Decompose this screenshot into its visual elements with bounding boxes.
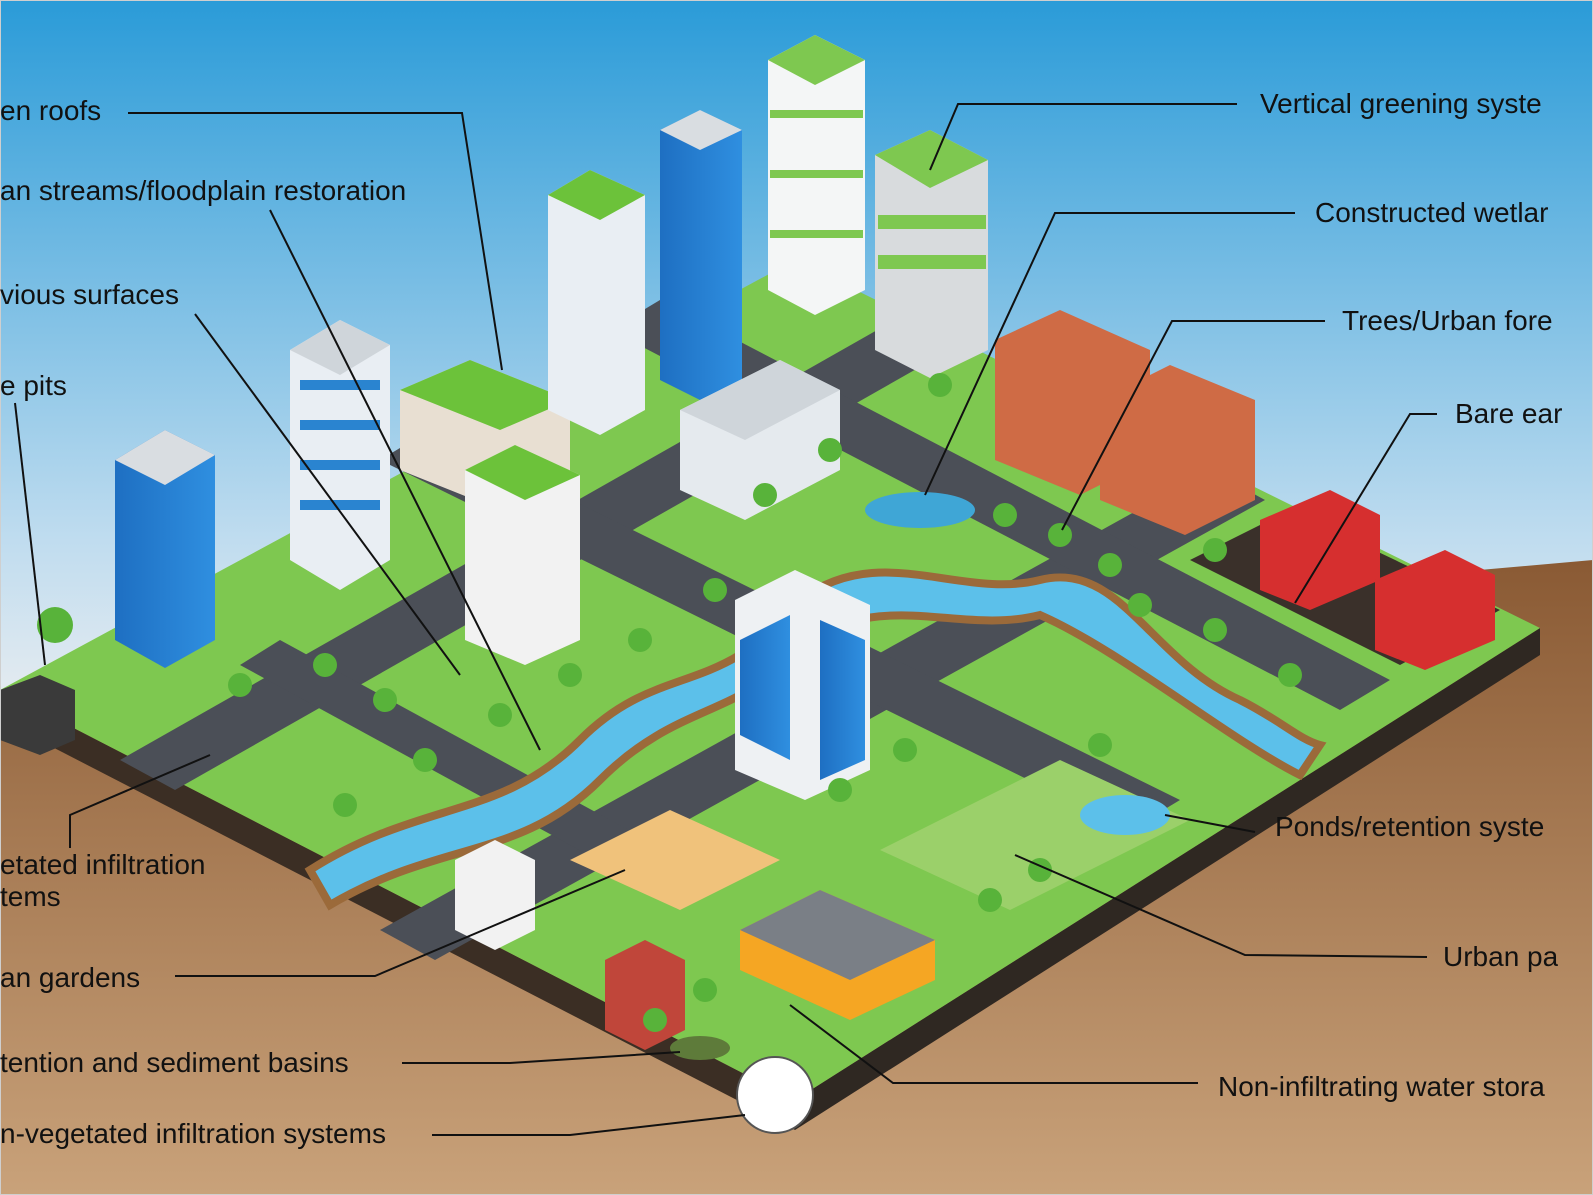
leader-tree-pits bbox=[14, 402, 46, 666]
building-office-low bbox=[680, 360, 840, 520]
road-cross-3 bbox=[240, 640, 720, 905]
leader-urban-parks bbox=[1014, 854, 1428, 958]
label-bare-earth: Bare ear bbox=[1455, 398, 1563, 429]
building-glass-tower-center bbox=[660, 110, 742, 400]
tree-pit-unit bbox=[0, 675, 75, 755]
label-tree-pits: e pits bbox=[0, 370, 67, 401]
building-central-tower bbox=[735, 570, 870, 800]
leader-non-vegetated-infiltration bbox=[432, 1114, 746, 1136]
leader-vertical-greening bbox=[929, 103, 1237, 171]
leader-constructed-wetlands bbox=[924, 212, 1295, 496]
building-vertical-green-tall bbox=[768, 35, 865, 315]
leader-green-roofs bbox=[128, 112, 503, 371]
urban-garden-plot bbox=[570, 810, 780, 910]
label-urban-parks: Urban pa bbox=[1443, 941, 1559, 972]
tree-group bbox=[37, 373, 1302, 1032]
label-detention-basins: tention and sediment basins bbox=[0, 1047, 349, 1078]
label-non-vegetated-infiltration: n-vegetated infiltration systems bbox=[0, 1118, 386, 1149]
label-vertical-greening: Vertical greening syste bbox=[1260, 88, 1542, 119]
river bbox=[304, 568, 1327, 911]
leader-urban-streams bbox=[269, 209, 541, 751]
label-vegetated-infiltration-line1: etated infiltration bbox=[0, 849, 206, 880]
leader-urban-gardens bbox=[175, 869, 626, 977]
label-constructed-wetlands: Constructed wetlar bbox=[1315, 197, 1549, 228]
label-urban-gardens: an gardens bbox=[0, 962, 141, 993]
building-blue-striped-center bbox=[548, 170, 645, 435]
leader-vegetated-infiltration bbox=[69, 754, 211, 848]
label-pervious-surfaces: vious surfaces bbox=[0, 279, 179, 310]
building-small-white bbox=[455, 840, 535, 950]
label-ponds-retention: Ponds/retention syste bbox=[1275, 811, 1545, 842]
constructed-wetland bbox=[865, 492, 975, 528]
label-green-roofs: en roofs bbox=[0, 95, 102, 126]
leader-ponds-retention bbox=[1164, 814, 1256, 833]
building-striped-tower bbox=[290, 320, 390, 590]
label-urban-streams: an streams/floodplain restoration bbox=[0, 175, 407, 206]
detention-basin bbox=[670, 1036, 730, 1060]
label-vegetated-infiltration-line2: tems bbox=[0, 881, 61, 912]
infiltration-cutaway bbox=[736, 1056, 814, 1134]
building-factory-red bbox=[1190, 490, 1500, 670]
building-small-brick bbox=[605, 940, 685, 1050]
leader-bare-earth bbox=[1294, 413, 1437, 604]
label-non-infiltrating-storage: Non-infiltrating water stora bbox=[1218, 1071, 1545, 1102]
building-brick-apartments bbox=[995, 310, 1255, 535]
leader-detention-basins bbox=[402, 1051, 681, 1064]
leader-trees-urban-forest bbox=[1061, 320, 1325, 531]
building-vertical-green-right bbox=[875, 130, 988, 378]
pond bbox=[1080, 795, 1170, 835]
leader-non-infiltrating-storage bbox=[789, 1004, 1198, 1084]
building-glass-tower-left bbox=[115, 430, 215, 668]
leader-pervious-surfaces bbox=[194, 313, 461, 676]
building-green-roof-tall bbox=[465, 445, 580, 665]
building-factory-yellow bbox=[740, 890, 935, 1020]
ground-slab-right-side bbox=[795, 628, 1540, 1130]
leader-lines bbox=[14, 103, 1437, 1136]
ground-slab-left-side bbox=[0, 690, 795, 1130]
label-trees-urban-forest: Trees/Urban fore bbox=[1342, 305, 1553, 336]
